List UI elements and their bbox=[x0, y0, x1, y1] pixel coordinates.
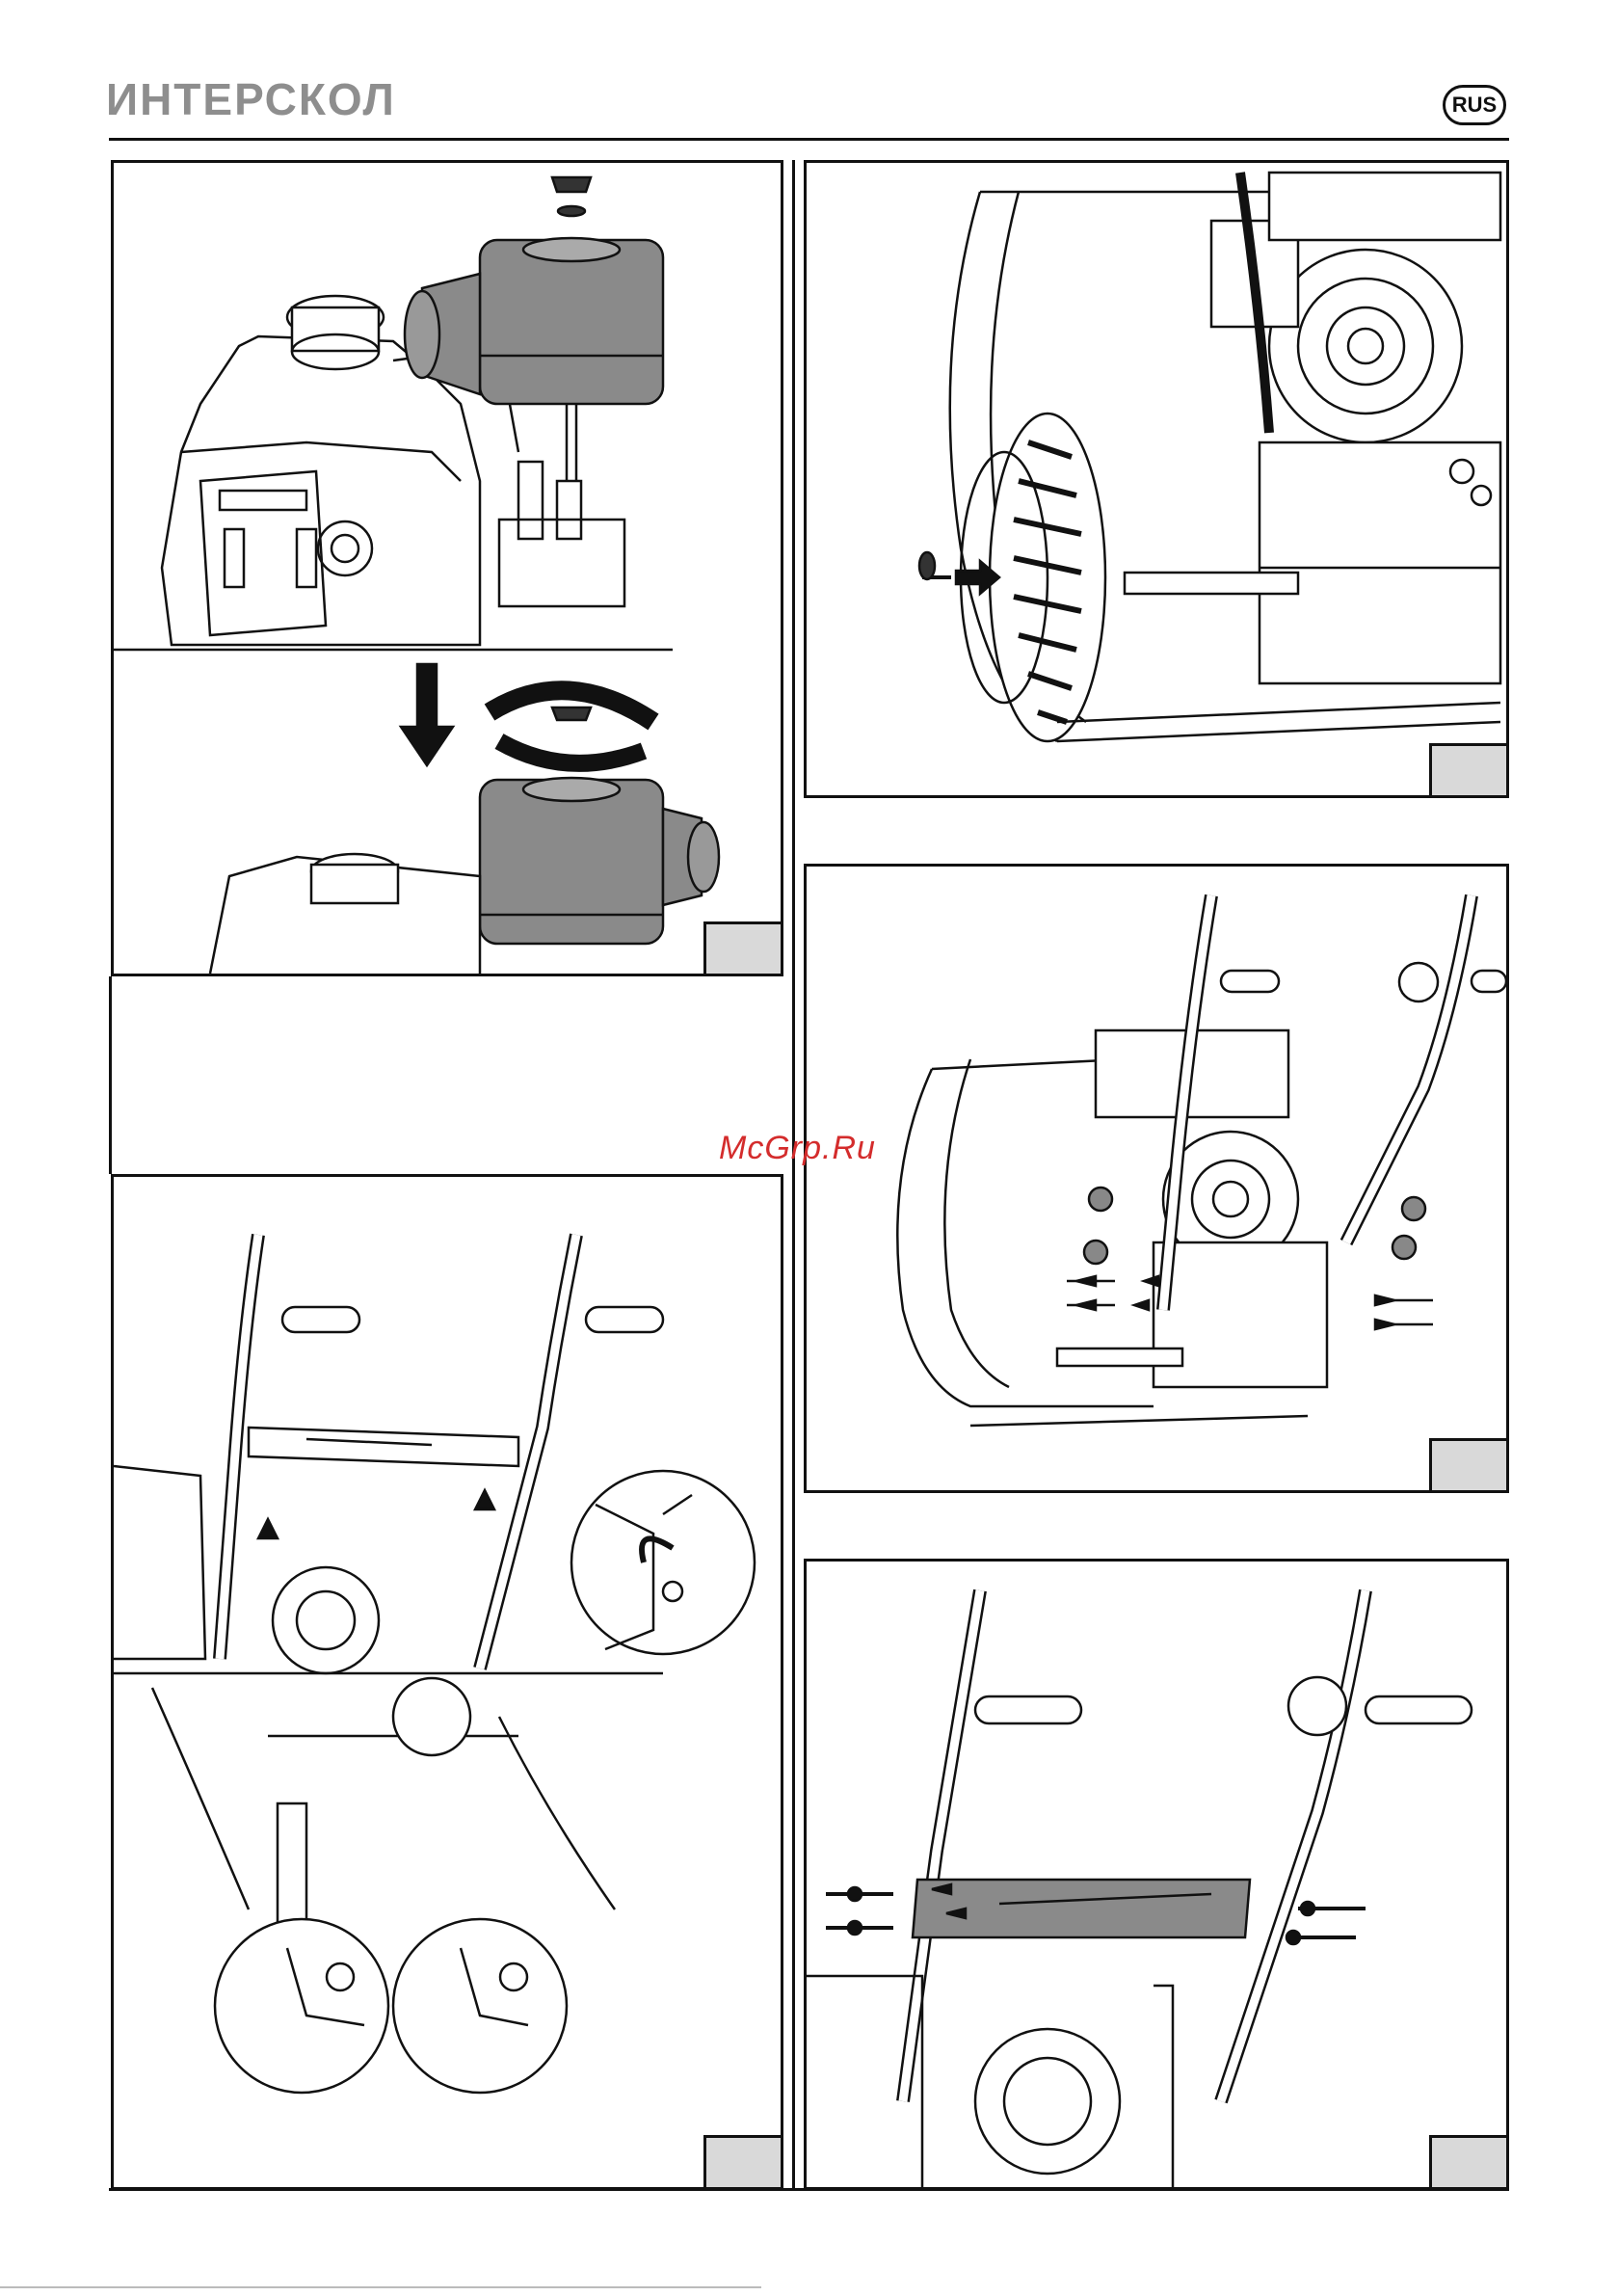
column-divider bbox=[792, 160, 795, 2191]
crossbar-illustration bbox=[807, 1562, 1506, 2187]
brand-logo: ИНТЕРСКОЛ bbox=[106, 75, 472, 123]
figure-number-tab bbox=[703, 2135, 781, 2187]
panel-air-filter bbox=[111, 160, 783, 976]
figure-number-tab bbox=[1429, 2135, 1506, 2187]
outer-frame-bottom bbox=[109, 2188, 1509, 2191]
header-divider bbox=[109, 138, 1509, 141]
panel-crossbar bbox=[804, 1559, 1509, 2190]
figure-number-tab bbox=[703, 921, 781, 974]
language-badge: RUS bbox=[1443, 85, 1506, 125]
panel-wheel bbox=[804, 160, 1509, 798]
wheel-illustration bbox=[807, 163, 1506, 795]
handle-mount-illustration bbox=[807, 867, 1506, 1490]
figure-number-tab bbox=[1429, 743, 1506, 795]
figure-number-tab bbox=[1429, 1438, 1506, 1490]
footer-line bbox=[0, 2286, 761, 2288]
handle-cables-illustration bbox=[114, 1177, 781, 2187]
outer-frame-left bbox=[109, 976, 112, 1174]
watermark: McGrp.Ru bbox=[719, 1130, 876, 1167]
panel-handles-mount bbox=[804, 864, 1509, 1493]
air-filter-illustration bbox=[114, 163, 781, 974]
panel-handles-cables bbox=[111, 1174, 783, 2190]
